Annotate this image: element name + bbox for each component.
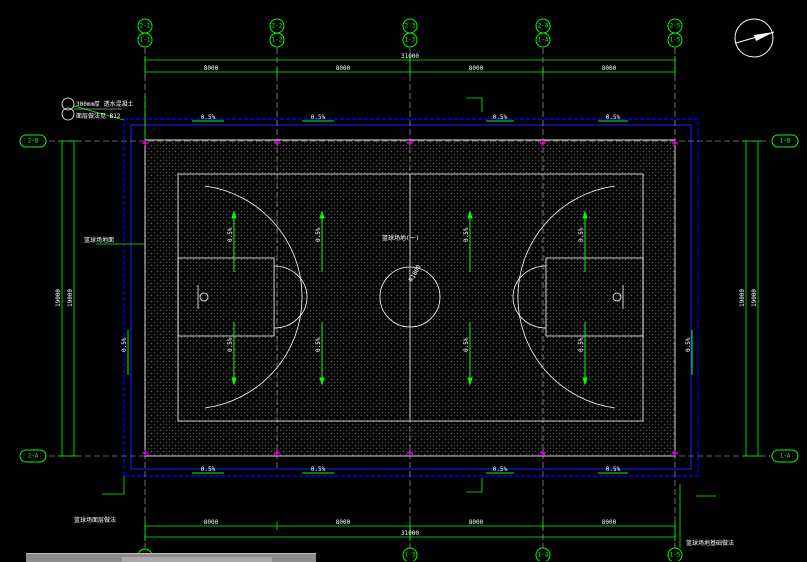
svg-text:1-4: 1-4: [538, 552, 549, 559]
grid-bubble-right-b[interactable]: 1-B: [771, 134, 799, 148]
grid-bubble-top-1[interactable]: 2-1 1-1: [137, 18, 153, 48]
edge-label-bottom-3: 0.5%: [493, 466, 508, 473]
dim-top-seg-1: 8000: [204, 65, 219, 72]
material-callout[interactable]: 300mm厚 透水混凝土 面层做法见 B12: [61, 97, 134, 121]
edge-label-top-1: 0.5%: [201, 114, 216, 121]
edge-label-side-2: 0.5%: [685, 337, 692, 352]
edge-label-bottom-2: 0.5%: [311, 466, 326, 473]
grid-bubble-top-3[interactable]: 2-3 1-3: [402, 18, 418, 48]
svg-text:1-5: 1-5: [670, 37, 681, 44]
dim-right-1: 19000: [739, 289, 746, 307]
edge-label-top-3: 0.5%: [493, 114, 508, 121]
slope-arrows: [127, 120, 693, 474]
right-key-arc: [512, 265, 547, 329]
svg-text:1-5: 1-5: [670, 552, 681, 559]
grid-bubble-left-b[interactable]: 2-B: [19, 134, 47, 148]
right-key: [545, 257, 644, 337]
svg-text:1-3: 1-3: [405, 552, 416, 559]
svg-text:1-B: 1-B: [780, 138, 791, 145]
right-basket: [612, 292, 622, 302]
left-key-arc: [273, 265, 308, 329]
note-bottom-left: 篮球场面层做法: [74, 516, 116, 524]
svg-text:2-A: 2-A: [28, 453, 39, 460]
dimension-lines: [58, 56, 762, 548]
svg-text:2-B: 2-B: [28, 138, 39, 145]
svg-text:2-4: 2-4: [538, 23, 549, 30]
svg-text:1-1: 1-1: [140, 37, 151, 44]
note-center: 篮球场地(一): [382, 234, 419, 242]
dim-bottom-seg-4: 8000: [602, 519, 617, 526]
dim-right-2: 19000: [751, 289, 758, 307]
edge-label-bottom-1: 0.5%: [201, 466, 216, 473]
svg-text:1-3: 1-3: [405, 37, 416, 44]
svg-text:2-2: 2-2: [272, 23, 283, 30]
svg-text:1-2: 1-2: [272, 37, 283, 44]
slope-label-6: 0.5%: [315, 337, 322, 352]
edge-label-top-4: 0.5%: [606, 114, 621, 121]
grid-bubble-left-a[interactable]: 2-A: [19, 449, 47, 463]
grid-bubble-top-5[interactable]: 2-5 1-5: [667, 18, 683, 48]
callout-line-2: 面层做法见 B12: [76, 112, 121, 120]
grid-bubble-bottom-5[interactable]: 1-5: [667, 547, 683, 561]
slope-label-2: 0.5%: [315, 227, 322, 242]
right-three-point-arc: [517, 185, 616, 409]
svg-text:2-3: 2-3: [405, 23, 416, 30]
grid-bubble-bottom-4[interactable]: 1-4: [535, 547, 551, 561]
grid-bubble-bottom-3[interactable]: 1-3: [402, 547, 418, 561]
inner-boundary-blue: [130, 124, 692, 470]
left-key: [177, 257, 275, 337]
svg-text:2-1: 2-1: [140, 23, 151, 30]
dim-top-total: 31000: [401, 53, 419, 60]
dim-top-seg-4: 8000: [602, 65, 617, 72]
slope-label-8: 0.5%: [578, 337, 585, 352]
note-bottom-right: 篮球场地基础做法: [686, 539, 734, 547]
grid-bubble-top-2[interactable]: 2-2 1-2: [269, 18, 285, 48]
dim-left-2: 19000: [67, 289, 74, 307]
dim-left-1: 19000: [55, 289, 62, 307]
dim-bottom-seg-1: 8000: [204, 519, 219, 526]
note-left: 篮球场地面: [84, 236, 114, 244]
svg-text:1-A: 1-A: [780, 453, 791, 460]
outer-boundary-blue: [123, 118, 699, 477]
dim-bottom-total: 31000: [401, 530, 419, 537]
status-bar-field: [122, 557, 272, 562]
callout-line-1: 300mm厚 透水混凝土: [76, 100, 134, 108]
edge-label-bottom-4: 0.5%: [606, 466, 621, 473]
slope-label-4: 0.5%: [578, 227, 585, 242]
edge-label-top-2: 0.5%: [311, 114, 326, 121]
dim-top-seg-2: 8000: [336, 65, 351, 72]
dim-top-seg-3: 8000: [469, 65, 484, 72]
slope-label-7: 0.5%: [463, 337, 470, 352]
north-arrow-icon: [734, 18, 775, 58]
left-basket: [199, 292, 209, 302]
dim-bottom-seg-2: 8000: [336, 519, 351, 526]
left-three-point-arc: [204, 185, 303, 409]
svg-text:2-5: 2-5: [670, 23, 681, 30]
post-markers: [142, 140, 678, 456]
slope-label-5: 0.5%: [227, 337, 234, 352]
status-bar: [26, 553, 316, 562]
grid-bubble-right-a[interactable]: 1-A: [771, 449, 799, 463]
slope-label-3: 0.5%: [463, 227, 470, 242]
slope-label-1: 0.5%: [227, 227, 234, 242]
svg-text:1-4: 1-4: [538, 37, 549, 44]
grid-bubble-top-4[interactable]: 2-4 1-4: [535, 18, 551, 48]
dim-bottom-seg-3: 8000: [469, 519, 484, 526]
edge-label-side-1: 0.5%: [121, 337, 128, 352]
